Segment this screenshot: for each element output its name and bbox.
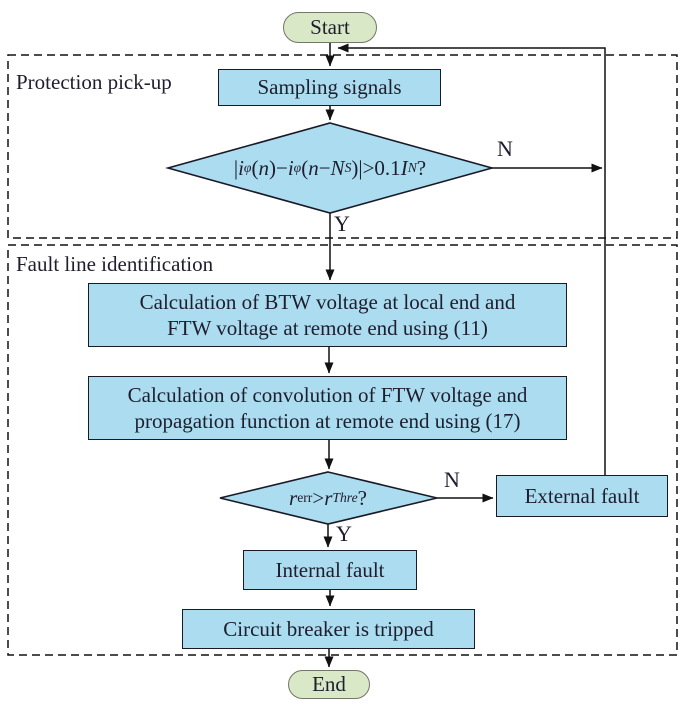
- calc-convolution-line1: Calculation of convolution of FTW voltag…: [127, 382, 528, 407]
- end-terminal: End: [288, 670, 370, 699]
- internal-fault-label: Internal fault: [275, 557, 385, 582]
- internal-fault-process: Internal fault: [243, 550, 417, 590]
- sampling-signals-process: Sampling signals: [218, 69, 441, 106]
- calc-btw-ftw-line1: Calculation of BTW voltage at local end …: [139, 289, 516, 314]
- decision1-no-label: N: [497, 136, 513, 161]
- decision1-yes-label: Y: [334, 211, 350, 236]
- decision2-yes-label: Y: [336, 521, 352, 546]
- external-fault-label: External fault: [524, 483, 640, 508]
- region-label-fault-line-identification: Fault line identification: [16, 252, 214, 276]
- sampling-signals-label: Sampling signals: [257, 75, 402, 100]
- calc-btw-ftw-process: Calculation of BTW voltage at local end …: [88, 283, 567, 347]
- start-label: Start: [310, 15, 350, 40]
- edge-feedback-to-start: [337, 43, 606, 475]
- decision2-no-label: N: [444, 467, 460, 492]
- region-protection-pickup-border: [7, 54, 678, 239]
- decision2-diamond: [219, 471, 438, 525]
- end-label: End: [312, 672, 346, 697]
- circuit-breaker-process: Circuit breaker is tripped: [182, 609, 475, 649]
- decision1-diamond: [165, 122, 495, 214]
- region-fault-line-identification-border: [7, 244, 678, 656]
- start-terminal: Start: [283, 12, 377, 43]
- circuit-breaker-label: Circuit breaker is tripped: [223, 616, 434, 641]
- region-label-protection-pickup: Protection pick-up: [16, 70, 172, 94]
- external-fault-process: External fault: [496, 475, 668, 517]
- calc-convolution-line2: propagation function at remote end using…: [134, 409, 521, 433]
- calc-convolution-process: Calculation of convolution of FTW voltag…: [88, 376, 567, 440]
- calc-btw-ftw-line2: FTW voltage at remote end using (11): [167, 316, 488, 340]
